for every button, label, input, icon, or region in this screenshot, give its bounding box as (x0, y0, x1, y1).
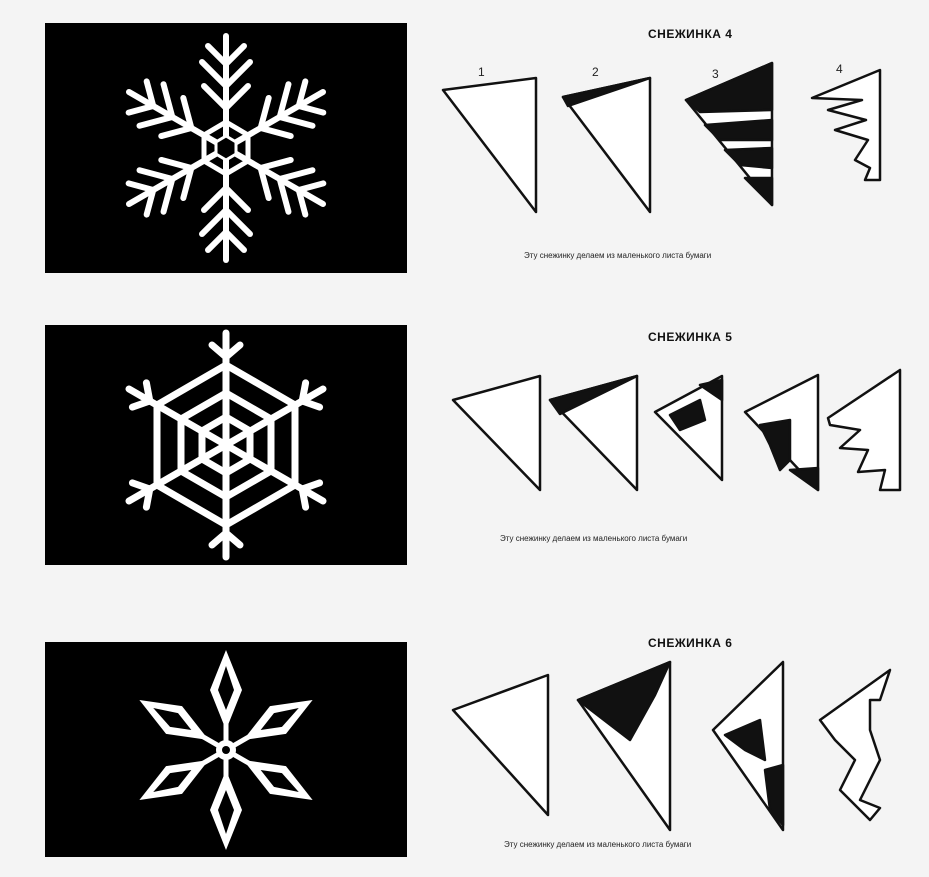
snowflake-6-photo (45, 642, 407, 857)
fold-step-5-2 (550, 376, 637, 490)
caption-4: Эту снежинку делаем из маленького листа … (524, 251, 711, 260)
caption-6: Эту снежинку делаем из маленького листа … (504, 840, 691, 849)
fold-step-6-4 (820, 670, 890, 820)
fold-step-5-4 (745, 375, 818, 490)
step-number-2: 2 (592, 65, 599, 79)
step-number-1: 1 (478, 65, 485, 79)
snowflake-5-photo (45, 325, 407, 565)
section-title-4: СНЕЖИНКА 4 (648, 27, 732, 41)
snowflake-4-photo (45, 23, 407, 273)
fold-step-5-1 (453, 376, 540, 490)
snowflake-5-graphic (45, 325, 407, 565)
step-number-3: 3 (712, 67, 719, 81)
section-title-6: СНЕЖИНКА 6 (648, 636, 732, 650)
step-number-4: 4 (836, 62, 843, 76)
snowflake-6-graphic (45, 642, 407, 857)
fold-step-6-1 (453, 675, 548, 815)
fold-step-4-1 (443, 78, 536, 212)
fold-step-4-4 (812, 70, 880, 180)
fold-step-5-5 (828, 370, 900, 490)
snowflake-4-graphic (45, 23, 407, 273)
caption-5: Эту снежинку делаем из маленького листа … (500, 534, 687, 543)
fold-step-4-3 (686, 63, 772, 205)
fold-step-6-3 (713, 662, 783, 830)
fold-step-5-3 (655, 376, 722, 480)
fold-step-6-2 (578, 662, 670, 830)
fold-step-4-2 (563, 78, 650, 212)
section-title-5: СНЕЖИНКА 5 (648, 330, 732, 344)
